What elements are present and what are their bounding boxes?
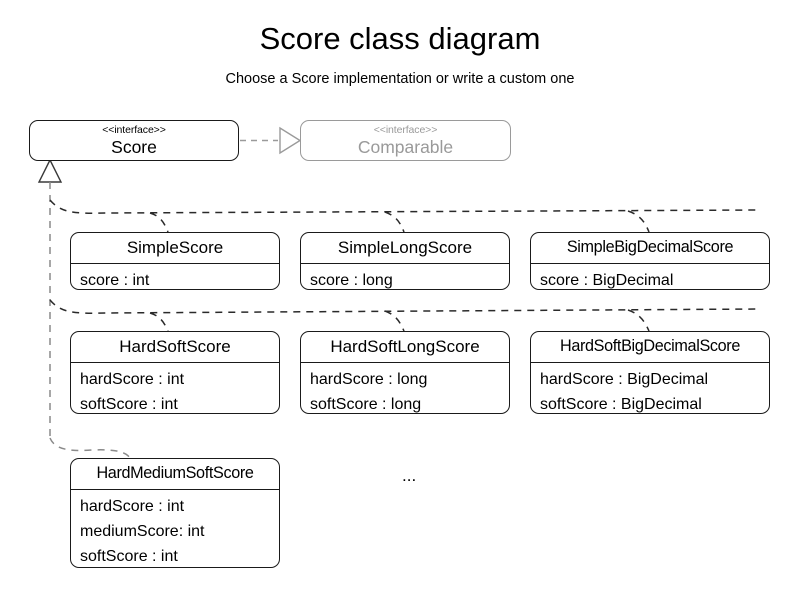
class-box-hard-medium-soft-score[interactable]: HardMediumSoftScore hardScore : int medium… xyxy=(70,458,280,568)
class-box-hard-soft-long-score[interactable]: HardSoftLongScore hardScore : long softSco… xyxy=(300,331,510,414)
realization-score-comparable xyxy=(240,126,302,155)
class-attribute: softScore : int xyxy=(80,548,178,565)
class-attribute: score : int xyxy=(80,272,150,289)
class-attribute-list: score : BigDecimal xyxy=(531,264,769,289)
class-name: SimpleBigDecimalScore xyxy=(531,233,769,264)
class-attribute: hardScore : int xyxy=(80,371,185,388)
class-attribute-list: hardScore : int softScore : int xyxy=(71,363,279,413)
class-name: HardSoftBigDecimalScore xyxy=(531,332,769,363)
class-attribute: softScore : long xyxy=(310,396,422,413)
page-title: Score class diagram xyxy=(259,21,541,56)
inheritance-branch-row2 xyxy=(49,299,761,332)
class-attribute: mediumScore: int xyxy=(80,523,205,540)
class-attribute: softScore : BigDecimal xyxy=(540,396,702,413)
class-name: HardSoftLongScore xyxy=(301,332,509,363)
class-name: HardMediumSoftScore xyxy=(71,459,279,490)
inheritance-branch-row3 xyxy=(49,437,131,459)
class-attribute-list: hardScore : long softScore : long xyxy=(301,363,509,413)
class-name: SimpleScore xyxy=(71,233,279,264)
more-classes-ellipsis: ... xyxy=(402,466,417,485)
class-box-hard-soft-score[interactable]: HardSoftScore hardScore : int softScore : … xyxy=(70,331,280,414)
class-attribute-list: score : long xyxy=(301,264,509,289)
class-box-simple-score[interactable]: SimpleScore score : int xyxy=(70,232,280,290)
inheritance-branch-row1 xyxy=(49,199,761,233)
interface-box-score[interactable]: <<interface>> Score xyxy=(29,120,239,161)
class-attribute: score : long xyxy=(310,272,393,289)
class-box-simple-long-score[interactable]: SimpleLongScore score : long xyxy=(300,232,510,290)
class-attribute-list: hardScore : int mediumScore: int softScore… xyxy=(71,490,279,567)
class-attribute-list: hardScore : BigDecimal softScore : BigDec… xyxy=(531,363,769,413)
interface-name: Comparable xyxy=(357,137,454,157)
stereotype-label: <<interface>> xyxy=(373,124,438,136)
class-attribute: hardScore : int xyxy=(80,498,185,515)
interface-name: Score xyxy=(111,137,157,157)
interface-box-comparable[interactable]: <<interface>> Comparable xyxy=(300,120,511,161)
stereotype-label: <<interface>> xyxy=(102,124,166,136)
page-subtitle: Choose a Score implementation or write a… xyxy=(225,71,575,87)
generalization-triangle xyxy=(37,158,63,183)
class-name: HardSoftScore xyxy=(71,332,279,363)
class-box-simple-big-decimal-score[interactable]: SimpleBigDecimalScore score : BigDecimal xyxy=(530,232,770,290)
class-attribute: hardScore : BigDecimal xyxy=(540,371,709,388)
class-name: SimpleLongScore xyxy=(301,233,509,264)
class-attribute: hardScore : long xyxy=(310,371,428,388)
class-attribute: score : BigDecimal xyxy=(540,272,674,289)
class-attribute-list: score : int xyxy=(71,264,279,289)
class-attribute: softScore : int xyxy=(80,396,178,413)
